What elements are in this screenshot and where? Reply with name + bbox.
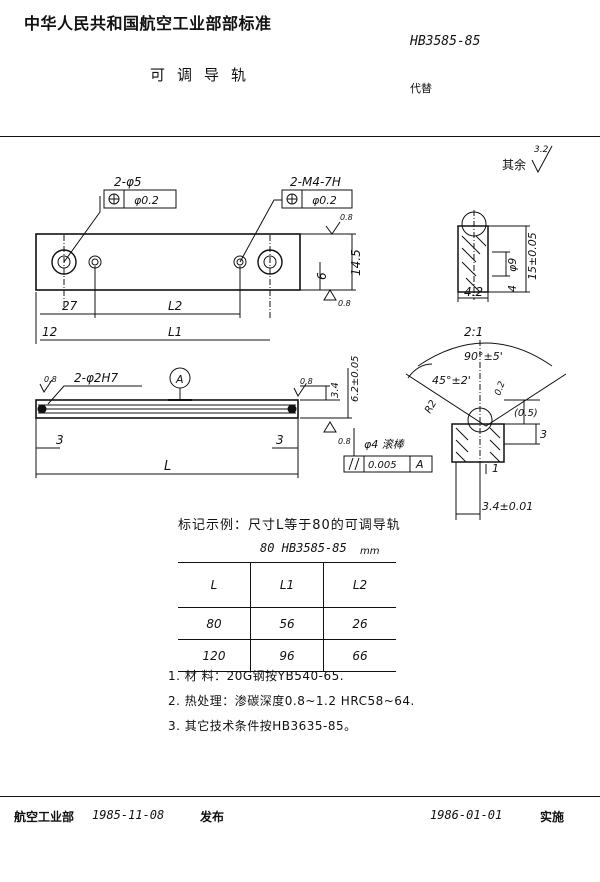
detail-3-4: 3.4±0.01 [482, 500, 533, 513]
dim-6: 6 [315, 272, 329, 280]
detail-scale: 2:1 [464, 325, 483, 339]
table-cell: 26 [323, 607, 396, 640]
table-cell: 120 [178, 639, 251, 672]
detail-1: 1 [492, 462, 499, 475]
issue-label: 发布 [200, 810, 225, 824]
angle-45: 45°±2' [432, 374, 471, 387]
part-name: 可调导轨 [150, 66, 259, 84]
side-dim-4: 4 [506, 285, 519, 292]
angle-90: 90°±5' [464, 350, 503, 363]
detail-radius: R2 [423, 398, 439, 415]
dim-3-left: 3 [56, 433, 64, 447]
datum-a: A [415, 458, 424, 471]
side-section-view [457, 210, 530, 302]
dim-l: L [164, 459, 171, 474]
table-row: 120 96 66 [178, 639, 396, 672]
note-material: 1. 材 料：20G钢按YB540-65. [168, 669, 345, 683]
front-view [35, 367, 433, 478]
marking-example-code: 80 HB3585-85 [260, 541, 347, 555]
side-dim-9: φ9 [506, 258, 519, 272]
table-cell: 96 [250, 639, 324, 672]
hole-tolerance: φ0.2 [134, 194, 159, 207]
roughness-value-bottom: 0.8 [338, 299, 351, 308]
parallel-tolerance: 0.005 [368, 460, 397, 471]
rod-label: φ4 滚棒 [364, 438, 406, 451]
dim-3-4: 3.4 [330, 382, 341, 398]
dim-14-5: 14.5 [349, 249, 363, 276]
header-rule [0, 136, 600, 137]
effective-label: 实施 [540, 810, 565, 824]
dim-12: 12 [42, 325, 57, 339]
top-view [35, 189, 356, 344]
org-title: 中华人民共和国航空工业部部标准 [24, 14, 272, 33]
note-heat-treatment: 2. 热处理：渗碳深度0.8~1.2 HRC58~64. [168, 694, 415, 708]
side-dim-15: 15±0.05 [526, 232, 539, 280]
side-dim-4-2: 4.2 [464, 285, 483, 299]
note-other-conditions: 3. 其它技术条件按HB3635-85。 [168, 719, 357, 733]
dimension-table: L L1 L2 80 56 26 120 96 66 [178, 562, 396, 672]
detail-05: (0.5) [514, 408, 538, 419]
table-header: L2 [323, 562, 396, 608]
detail-02: 0.2 [493, 380, 507, 397]
dim-3-right: 3 [276, 433, 284, 447]
hole-callout: 2-φ5 [114, 175, 142, 189]
dim-6-2: 6.2±0.05 [350, 355, 361, 402]
table-header: L [178, 562, 251, 608]
replaces-label: 代替 [410, 82, 432, 95]
front-rough-left: 0.8 [44, 375, 57, 384]
other-roughness-label: 其余 [502, 158, 527, 172]
detail-3: 3 [540, 428, 547, 441]
table-header: L1 [250, 562, 324, 608]
standard-number: HB3585-85 [410, 34, 481, 49]
dim-l2: L2 [168, 299, 182, 313]
roughness-symbol-other [531, 145, 553, 174]
dim-l1: L1 [168, 325, 182, 339]
dim-27: 27 [62, 299, 78, 313]
view-a-label: A [175, 373, 184, 386]
issuer: 航空工业部 [14, 810, 75, 824]
table-cell: 56 [250, 607, 324, 640]
pin-callout: 2-φ2H7 [74, 371, 119, 385]
other-roughness-value: 3.2 [534, 145, 549, 155]
footer-rule [0, 796, 600, 797]
marking-example-title: 标记示例：尺寸L等于80的可调导轨 [178, 518, 401, 533]
marking-example-unit: mm [360, 546, 380, 557]
table-row: 80 56 26 [178, 607, 396, 640]
thread-callout: 2-M4-7H [290, 175, 341, 189]
table-cell: 80 [178, 607, 251, 640]
roughness-value-top: 0.8 [340, 213, 353, 222]
issue-date: 1985-11-08 [92, 808, 165, 822]
detail-view [405, 340, 567, 520]
thread-tolerance: φ0.2 [312, 194, 337, 207]
front-rough-right: 0.8 [300, 377, 313, 386]
front-rough-bottom: 0.8 [338, 437, 351, 446]
effective-date: 1986-01-01 [430, 808, 503, 822]
table-cell: 66 [323, 639, 396, 672]
